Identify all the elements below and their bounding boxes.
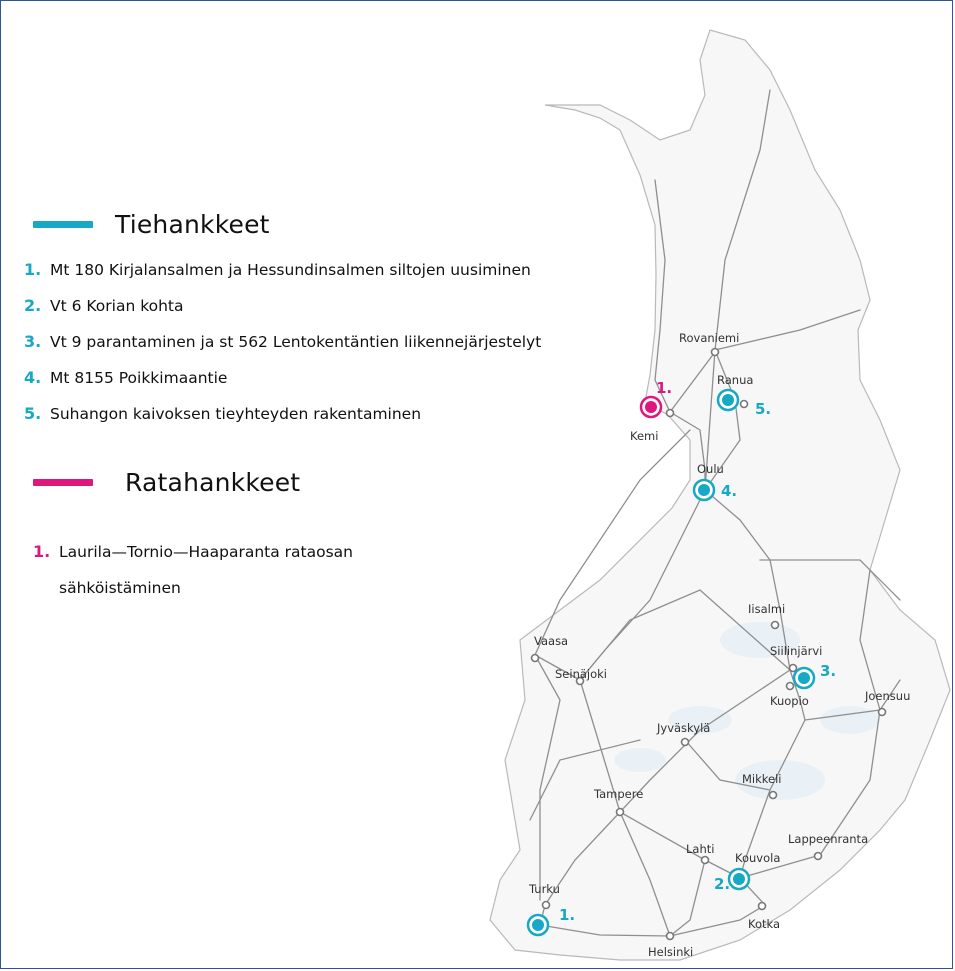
road-project-item: 4. Mt 8155 Poikkimaantie (24, 368, 541, 404)
road-project-item: 1. Mt 180 Kirjalansalmen ja Hessundinsal… (24, 260, 541, 296)
city-label: Joensuu (864, 689, 910, 703)
project-markers (526, 388, 816, 937)
finland-outline (489, 29, 951, 961)
city-label: Kuopio (770, 694, 809, 708)
rail-legend-swatch (33, 479, 93, 486)
city-labels: Rovaniemi Ranua Kemi Oulu Iisalmi Vaasa … (528, 331, 910, 959)
road-project-text: Vt 9 parantaminen ja st 562 Lentokentänt… (50, 333, 542, 351)
marker-label-rail-1: 1. (656, 379, 672, 397)
marker-label-road-3: 3. (820, 662, 836, 680)
city-label: Lahti (686, 842, 714, 856)
road-project-number: 5. (24, 404, 42, 423)
rail-project-text-line2: sähköistäminen (59, 579, 181, 597)
city-label: Tampere (593, 787, 643, 801)
city-label: Vaasa (534, 634, 568, 648)
rail-legend-header: Ratahankkeet (33, 468, 300, 497)
city-label: Kotka (748, 917, 780, 931)
city-label: Mikkeli (742, 772, 782, 786)
marker-label-road-1: 1. (559, 906, 575, 924)
road-project-number: 1. (24, 260, 42, 279)
city-label: Helsinki (648, 945, 693, 959)
city-label: Turku (528, 882, 560, 896)
city-label: Kemi (630, 429, 658, 443)
road-project-text: Vt 6 Korian kohta (50, 297, 184, 315)
city-label: Siilinjärvi (770, 644, 822, 658)
city-label: Iisalmi (748, 602, 785, 616)
marker-label-road-5: 5. (755, 400, 771, 418)
road-legend-title: Tiehankkeet (115, 210, 270, 239)
rail-project-number: 1. (33, 542, 51, 561)
road-project-item: 3. Vt 9 parantaminen ja st 562 Lentokent… (24, 332, 541, 368)
road-project-number: 3. (24, 332, 42, 351)
road-project-item: 5. Suhangon kaivoksen tieyhteyden rakent… (24, 404, 541, 440)
marker-label-road-4: 4. (721, 482, 737, 500)
road-project-number: 2. (24, 296, 42, 315)
marker-labels: 1. 2. 3. 4. 5. 1. (559, 379, 836, 924)
city-label: Rovaniemi (679, 331, 739, 345)
road-project-text: Mt 180 Kirjalansalmen ja Hessundinsalmen… (50, 261, 531, 279)
city-label: Lappeenranta (788, 832, 868, 846)
marker-label-road-2: 2. (714, 875, 730, 893)
road-project-item: 2. Vt 6 Korian kohta (24, 296, 541, 332)
city-label: Jyväskylä (656, 721, 710, 735)
rail-project-item: 1. Laurila—Tornio—Haaparanta rataosan säh… (33, 534, 453, 606)
road-legend-header: Tiehankkeet (33, 210, 270, 239)
road-project-number: 4. (24, 368, 42, 387)
rail-legend-title: Ratahankkeet (125, 468, 301, 497)
city-label: Ranua (717, 373, 753, 387)
lakes (614, 622, 880, 800)
road-project-list: 1. Mt 180 Kirjalansalmen ja Hessundinsal… (24, 260, 541, 440)
road-legend-swatch (33, 221, 93, 228)
road-project-text: Suhangon kaivoksen tieyhteyden rakentami… (50, 405, 422, 423)
city-label: Seinäjoki (555, 667, 607, 681)
road-project-text: Mt 8155 Poikkimaantie (50, 369, 228, 387)
rail-project-text-line1: Laurila—Tornio—Haaparanta rataosan (59, 543, 353, 561)
city-label: Oulu (697, 462, 724, 476)
city-label: Kouvola (735, 851, 780, 865)
